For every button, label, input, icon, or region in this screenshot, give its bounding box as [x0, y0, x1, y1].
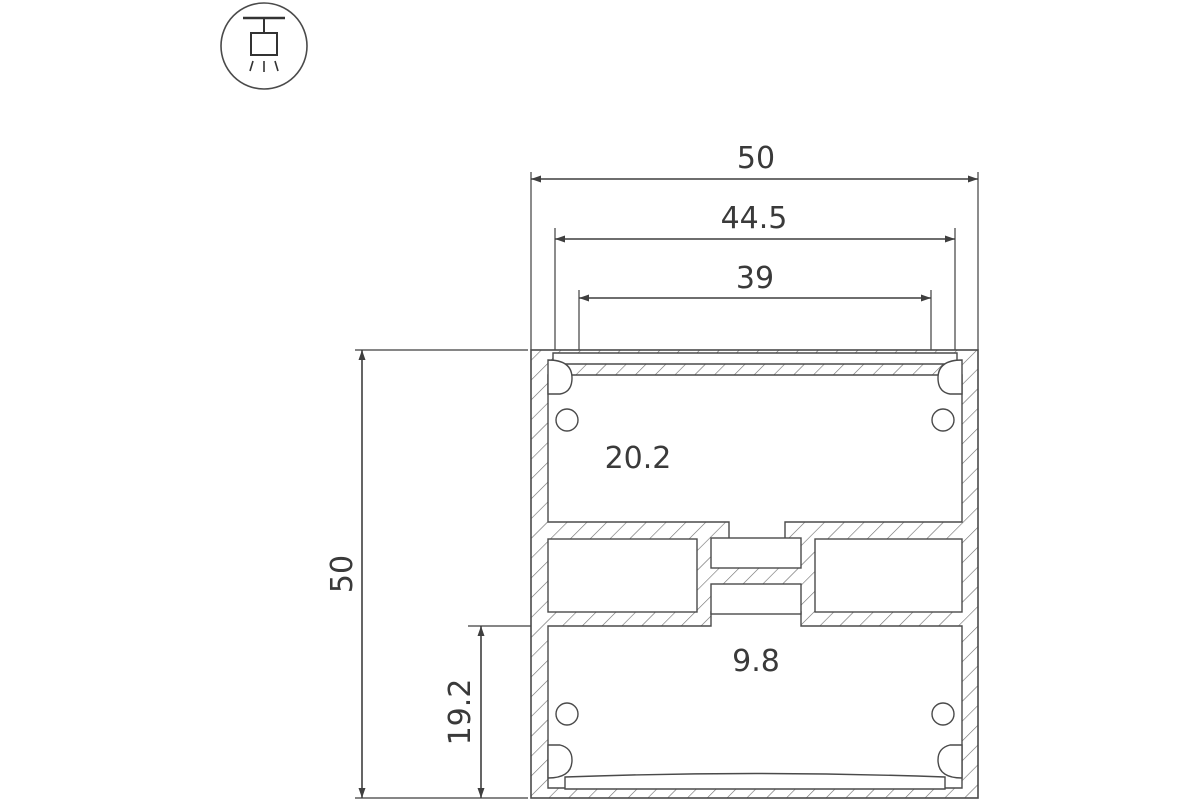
- top-diffuser: [552, 352, 958, 365]
- dim-label-overall-height: 50: [325, 555, 360, 593]
- snap-groove-bottom-right: [937, 744, 963, 779]
- screw-channel-bottom-right: [931, 702, 955, 726]
- dim-label-cavity-width: 20.2: [605, 441, 672, 476]
- center-top-slot: [710, 537, 802, 569]
- screw-channel-top-right: [931, 408, 955, 432]
- pendant-mount-icon: [220, 2, 308, 90]
- screw-channel-bottom-left: [555, 702, 579, 726]
- dim-label-opening-width: 39: [736, 261, 774, 296]
- lower-cavity: [547, 611, 963, 789]
- snap-groove-bottom-left: [547, 744, 573, 779]
- left-chamber: [547, 538, 698, 613]
- snap-groove-top-right: [937, 359, 963, 395]
- screw-channel-top-left: [555, 408, 579, 432]
- snap-groove-top-left: [547, 359, 573, 395]
- profile-cross-section: [530, 349, 979, 799]
- dim-label-lower-height: 19.2: [443, 679, 478, 746]
- dimension-labels: 50 44.5 39 20.2 9.8 50 19.2: [325, 141, 787, 745]
- dim-label-overall-width: 50: [737, 141, 775, 176]
- bottom-diffuser: [564, 772, 946, 790]
- right-chamber: [814, 538, 963, 613]
- dim-label-inner-width: 44.5: [721, 201, 788, 236]
- center-bottom-slot: [710, 583, 802, 615]
- dim-label-center-gap: 9.8: [732, 644, 780, 679]
